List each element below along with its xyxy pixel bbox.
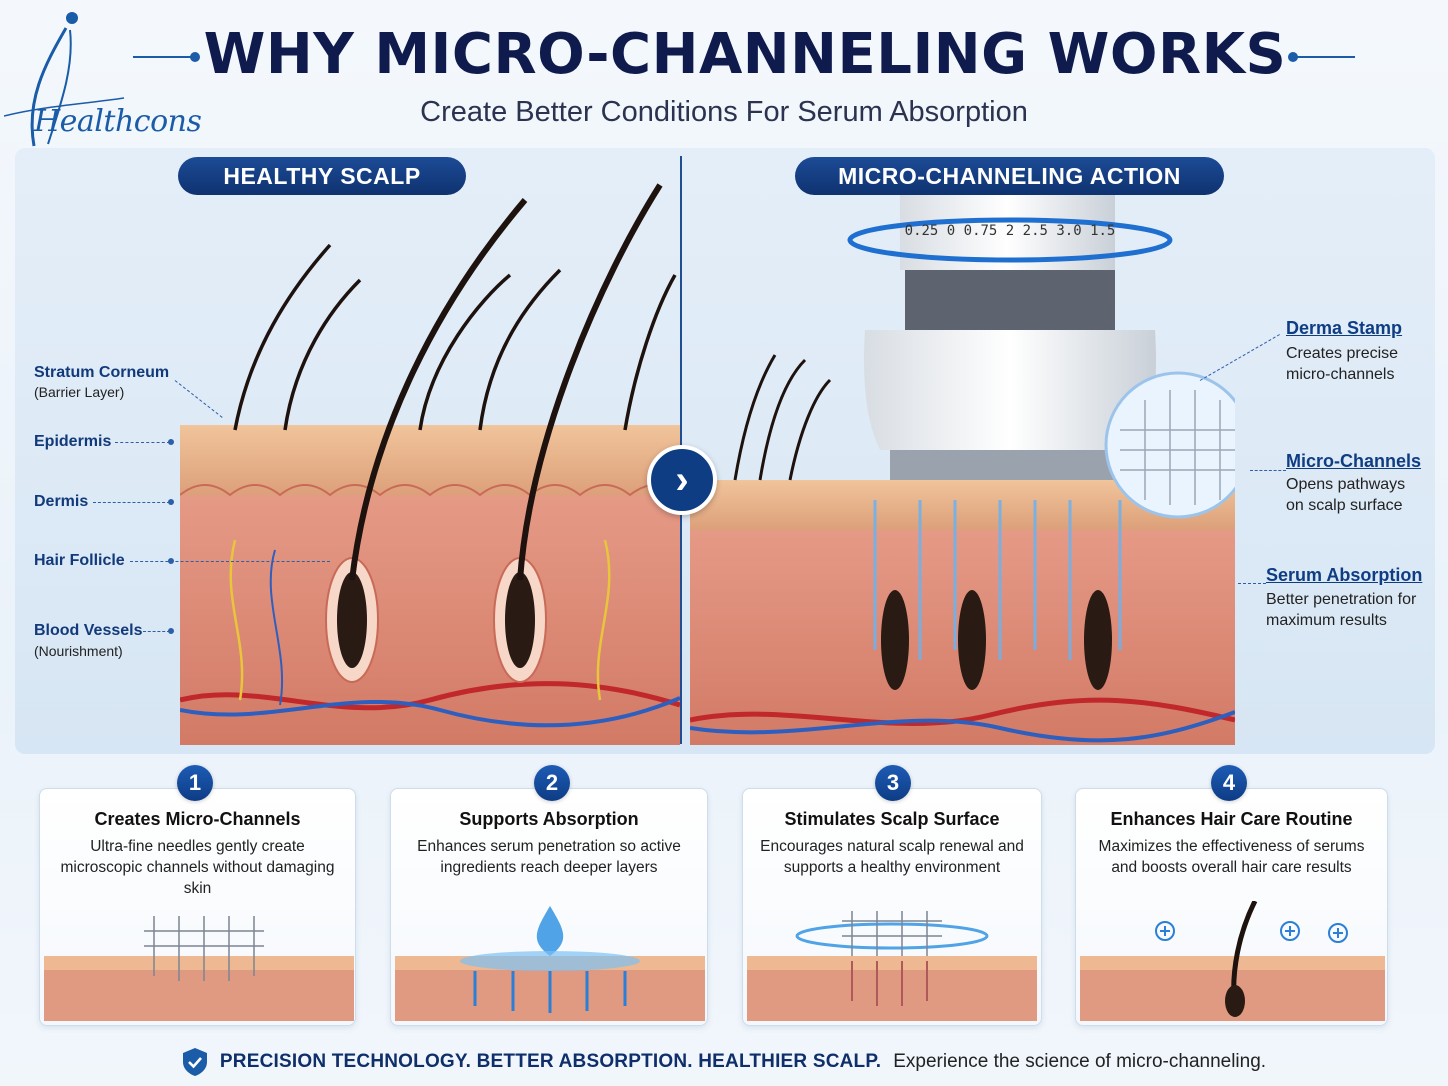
- card-title: Supports Absorption: [459, 809, 639, 829]
- micro-channeling-illustration: 0.25 0 0.75 2 2.5 3.0 1.5: [690, 180, 1235, 745]
- page-title: WHY MICRO-CHANNELING WORKS: [203, 22, 1287, 87]
- label-dermis: Dermis: [34, 493, 89, 510]
- card-enhances-hair-care-routine: Enhances Hair Care Routine Maximizes the…: [1075, 788, 1388, 1026]
- footer-tagline: PRECISION TECHNOLOGY. BETTER ABSORPTION.…: [0, 1046, 1448, 1078]
- logo-swoosh-icon: [3, 12, 125, 147]
- brand-name: Healthcons: [34, 104, 202, 139]
- leader-hair-follicle: [130, 561, 330, 562]
- card-desc: Maximizes the effectiveness of serums an…: [1098, 838, 1365, 876]
- desc-serum-absorption: Better penetration for maximum results: [1266, 591, 1417, 629]
- label-blood-vessels-sub: (Nourishment): [34, 643, 123, 659]
- leader-blood-vessels: [143, 631, 170, 632]
- title-dot-left: [190, 52, 200, 62]
- card-number-badge: 2: [534, 765, 570, 801]
- desc-derma-stamp: Creates precise micro-channels: [1286, 345, 1399, 383]
- footer-light-text: Experience the science of micro-channeli…: [893, 1051, 1267, 1072]
- leader-epidermis: [115, 442, 170, 443]
- card-title: Enhances Hair Care Routine: [1110, 809, 1353, 829]
- label-micro-channels: Micro-Channels: [1286, 451, 1422, 471]
- label-derma-stamp: Derma Stamp: [1286, 318, 1403, 338]
- card-title: Creates Micro-Channels: [94, 809, 301, 829]
- card-supports-absorption: Supports Absorption Enhances serum penet…: [390, 788, 708, 1026]
- shield-check-icon: [182, 1048, 207, 1076]
- footer-strong-text: PRECISION TECHNOLOGY. BETTER ABSORPTION.…: [219, 1051, 882, 1072]
- stimulation-ring-icon: [747, 911, 1037, 1021]
- needle-grid-icon: [44, 916, 354, 1021]
- arrow-right-icon: ›: [647, 445, 717, 515]
- badge-micro-channeling-action: MICRO-CHANNELING ACTION: [795, 157, 1224, 195]
- card-desc: Ultra-fine needles gently create microsc…: [60, 838, 335, 897]
- card-creates-micro-channels: Creates Micro-Channels Ultra-fine needle…: [39, 788, 356, 1026]
- label-blood-vessels: Blood Vessels: [34, 622, 143, 639]
- label-serum-absorption: Serum Absorption: [1266, 565, 1423, 585]
- leader-dot-hair-follicle: [168, 558, 174, 564]
- serum-drop-icon: [395, 906, 705, 1021]
- title-line-left: [133, 56, 195, 58]
- leader-dot-blood-vessels: [168, 628, 174, 634]
- healthy-scalp-illustration: [180, 183, 680, 745]
- label-stratum-corneum-sub: (Barrier Layer): [34, 384, 125, 400]
- card-title: Stimulates Scalp Surface: [784, 809, 1000, 829]
- card-number-badge: 4: [1211, 765, 1247, 801]
- brand-logo: Healthcons: [3, 6, 202, 151]
- device-dial-text: 0.25 0 0.75 2 2.5 3.0 1.5: [905, 223, 1116, 239]
- card-desc: Enhances serum penetration so active ing…: [417, 838, 681, 876]
- card-number-badge: 1: [177, 765, 213, 801]
- page-title-wrap: WHY MICRO-CHANNELING WORKS: [130, 22, 1360, 87]
- badge-healthy-scalp: HEALTHY SCALP: [178, 157, 466, 195]
- card-desc: Encourages natural scalp renewal and sup…: [760, 838, 1024, 876]
- leader-serum-absorption: [1238, 583, 1266, 584]
- label-stratum-corneum: Stratum Corneum: [34, 364, 170, 381]
- desc-micro-channels: Opens pathways on scalp surface: [1286, 476, 1406, 514]
- card-number-badge: 3: [875, 765, 911, 801]
- leader-dot-dermis: [168, 499, 174, 505]
- page-subtitle: Create Better Conditions For Serum Absor…: [420, 96, 1028, 128]
- label-hair-follicle: Hair Follicle: [34, 552, 125, 569]
- leader-dot-epidermis: [168, 439, 174, 445]
- hair-growth-icon: [1080, 901, 1385, 1021]
- label-epidermis: Epidermis: [34, 433, 112, 450]
- leader-micro-channels: [1250, 470, 1286, 471]
- leader-dermis: [93, 502, 170, 503]
- title-line-right: [1293, 56, 1355, 58]
- card-stimulates-scalp-surface: Stimulates Scalp Surface Encourages natu…: [742, 788, 1042, 1026]
